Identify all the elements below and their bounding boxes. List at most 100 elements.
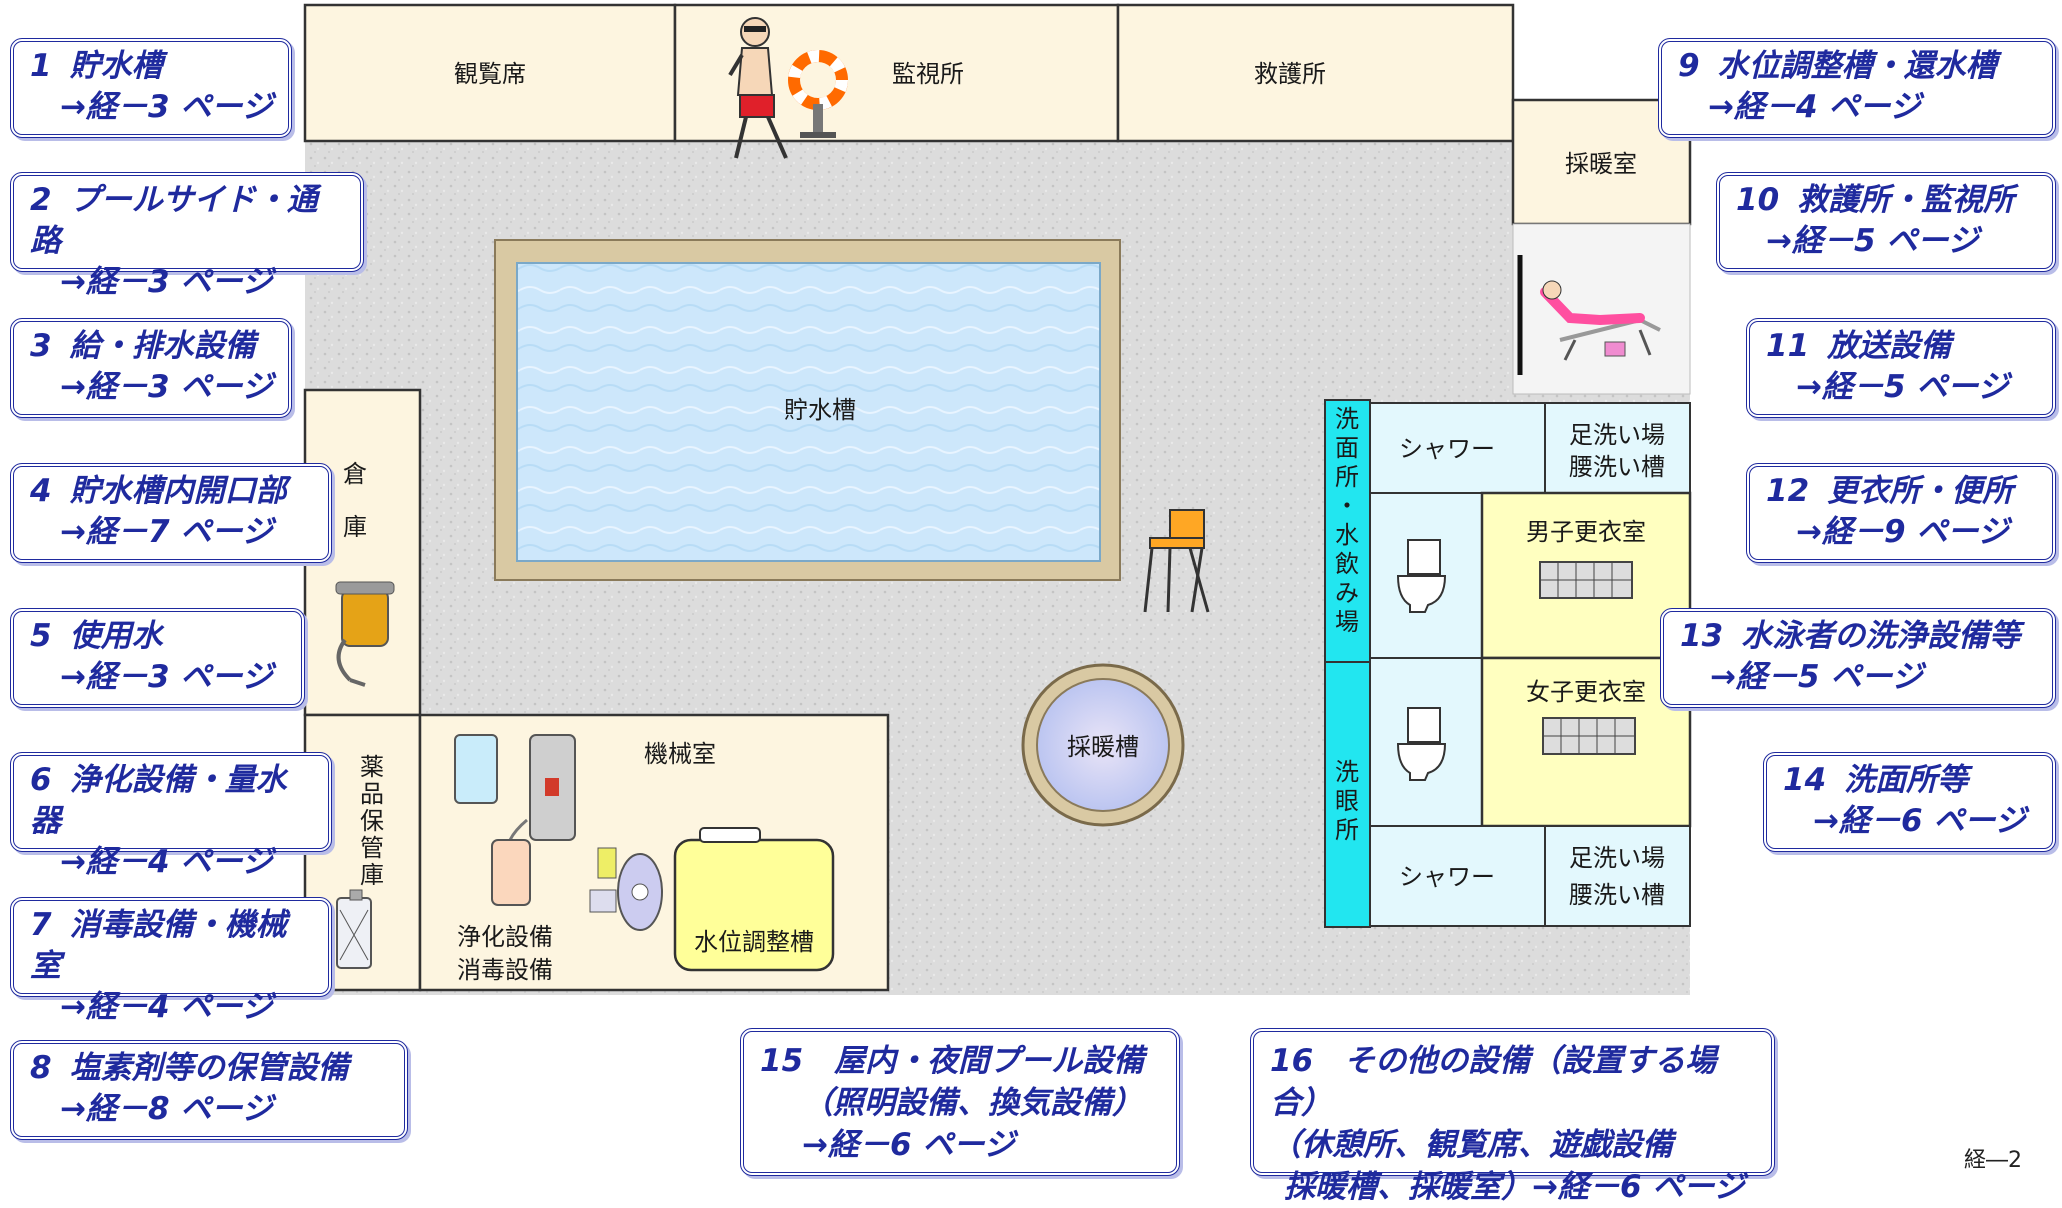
nav-box-8[interactable]: 8 塩素剤等の保管設備 →経－8 ページ	[10, 1040, 408, 1140]
disinfection-equipment-label: 消毒設備	[457, 956, 553, 984]
nav-16-ref[interactable]: 採暖槽、採暖室）→経－6 ページ	[1284, 1169, 1745, 1205]
nav-8-number: 8	[30, 1050, 52, 1086]
toilet-men-icon	[1396, 539, 1447, 613]
washroom-char-6: 飲	[1335, 550, 1359, 578]
chemical-storage-char-3: 保	[360, 807, 384, 835]
waistwash-bottom-label: 腰洗い槽	[1569, 881, 1665, 909]
nav-10-ref[interactable]: →経－5 ページ	[1766, 223, 1979, 259]
nav-9-ref[interactable]: →経－4 ページ	[1708, 89, 1921, 125]
lifeguard-chair	[1143, 509, 1210, 613]
waistwash-top-label: 腰洗い槽	[1569, 453, 1665, 481]
chemical-storage-char-1: 薬	[360, 753, 384, 781]
pump-illustration	[589, 847, 663, 931]
warming-pool-label: 採暖槽	[1067, 733, 1139, 761]
nav-4-ref[interactable]: →経－7 ページ	[60, 514, 273, 550]
women-changing-room-label: 女子更衣室	[1526, 678, 1646, 706]
nav-9-number: 9	[1678, 48, 1700, 84]
nav-5-ref[interactable]: →経－3 ページ	[60, 659, 273, 695]
filtration-equipment-label: 浄化設備	[457, 923, 553, 951]
washroom-char-7: み	[1335, 579, 1359, 607]
nav-box-15[interactable]: 15 屋内・夜間プール設備 （照明設備、換気設備） →経－6 ページ	[740, 1028, 1180, 1176]
nav-6-title: 浄化設備・量水器	[30, 762, 287, 839]
nav-5-number: 5	[30, 618, 52, 654]
nav-1-title: 貯水槽	[69, 48, 163, 84]
nav-8-ref[interactable]: →経－8 ページ	[60, 1091, 273, 1127]
chemical-tank-illustration	[336, 889, 372, 969]
warming-room-top-label: 採暖室	[1565, 150, 1637, 178]
nav-11-ref[interactable]: →経－5 ページ	[1796, 369, 2009, 405]
nav-12-ref[interactable]: →経－9 ページ	[1796, 514, 2009, 550]
nav-11-title: 放送設備	[1827, 328, 1952, 364]
toilet-women-icon	[1396, 707, 1447, 781]
observation-seats-label: 観覧席	[454, 60, 526, 88]
storage-label-1: 倉	[343, 460, 367, 488]
men-changing-room	[1480, 491, 1692, 660]
nav-12-number: 12	[1766, 473, 1810, 509]
nav-1-number: 1	[30, 48, 52, 84]
nav-box-16[interactable]: 16 その他の設備（設置する場合） （休憩所、観覧席、遊戯設備 採暖槽、採暖室）…	[1250, 1028, 1775, 1205]
nav-15-title: 15 屋内・夜間プール設備	[760, 1043, 1145, 1079]
chemical-storage-char-2: 品	[360, 780, 384, 808]
room-first-aid	[1116, 3, 1515, 143]
nav-box-9[interactable]: 9 水位調整槽・還水槽 →経－4 ページ	[1658, 38, 2056, 138]
nav-15-subtitle: （照明設備、換気設備）	[802, 1085, 1143, 1121]
nav-7-ref[interactable]: →経－4 ページ	[60, 989, 273, 1025]
washroom-char-2: 面	[1335, 434, 1359, 462]
nav-1-ref[interactable]: →経－3 ページ	[60, 89, 273, 125]
footwash-top	[1544, 402, 1691, 494]
lifeguard-illustration	[728, 17, 848, 159]
men-changing-room-label: 男子更衣室	[1526, 518, 1646, 546]
nav-6-number: 6	[30, 762, 52, 798]
nav-16-subtitle: （休憩所、観覧席、遊戯設備	[1270, 1127, 1673, 1163]
shower-bottom-label: シャワー	[1399, 863, 1495, 891]
washroom-char-1: 洗	[1335, 405, 1359, 433]
nav-13-number: 13	[1680, 618, 1724, 654]
reservoir-pool-label: 貯水槽	[784, 396, 856, 424]
machine-room-label: 機械室	[644, 740, 716, 768]
washroom-char-8: 場	[1335, 608, 1359, 636]
nav-16-title: 16 その他の設備（設置する場合）	[1270, 1043, 1717, 1121]
nav-box-4[interactable]: 4 貯水槽内開口部 →経－7 ページ	[10, 463, 332, 563]
nav-14-ref[interactable]: →経－6 ページ	[1813, 803, 2026, 839]
nav-8-title: 塩素剤等の保管設備	[69, 1050, 349, 1086]
washroom-char-5: 水	[1335, 521, 1359, 549]
room-observation-seats	[303, 3, 677, 143]
eyewash-column	[1324, 661, 1371, 928]
nav-14-title: 洗面所等	[1844, 762, 1969, 798]
nav-4-title: 貯水槽内開口部	[69, 473, 287, 509]
nav-13-ref[interactable]: →経－5 ページ	[1710, 659, 1923, 695]
eyewash-char-3: 所	[1335, 816, 1359, 844]
nav-box-5[interactable]: 5 使用水 →経－3 ページ	[10, 608, 305, 708]
washroom-char-4: ・	[1335, 492, 1359, 520]
nav-box-1[interactable]: 1 貯水槽 →経－3 ページ	[10, 38, 292, 138]
nav-14-number: 14	[1783, 762, 1827, 798]
sunbather-illustration	[1540, 280, 1661, 361]
nav-5-title: 使用水	[69, 618, 163, 654]
women-lockers-icon	[1542, 717, 1636, 755]
nav-2-ref[interactable]: →経－3 ページ	[60, 264, 273, 300]
warming-pool-water	[1036, 678, 1170, 812]
storage-label-2: 庫	[343, 513, 367, 541]
nav-7-title: 消毒設備・機械室	[30, 907, 287, 984]
water-level-tank-label: 水位調整槽	[694, 928, 814, 956]
nav-4-number: 4	[30, 473, 52, 509]
footwash-top-label: 足洗い場	[1569, 421, 1665, 449]
nav-2-title: プールサイド・通路	[30, 182, 318, 259]
nav-15-ref[interactable]: →経－6 ページ	[802, 1127, 1015, 1163]
nav-3-ref[interactable]: →経－3 ページ	[60, 369, 273, 405]
nav-9-title: 水位調整槽・還水槽	[1717, 48, 1997, 84]
chemical-storage-char-5: 庫	[360, 861, 384, 889]
nav-10-number: 10	[1736, 182, 1780, 218]
nav-box-14[interactable]: 14 洗面所等 →経－6 ページ	[1763, 752, 2056, 852]
page-number: 経―2	[1964, 1148, 2022, 1173]
nav-6-ref[interactable]: →経－4 ページ	[60, 844, 273, 880]
shower-bottom	[1369, 825, 1546, 927]
